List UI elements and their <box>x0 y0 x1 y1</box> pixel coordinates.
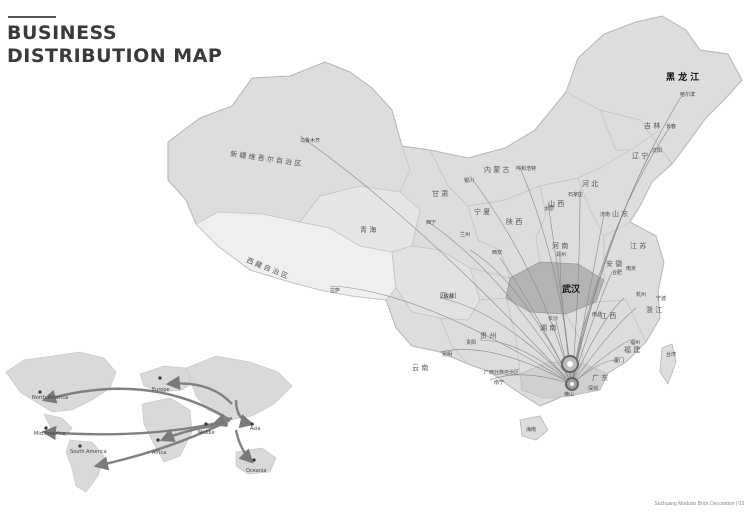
label-liaoning: 辽 宁 <box>632 151 648 160</box>
city-nanning: 南宁 <box>494 379 504 386</box>
city-kunming: 昆明 <box>442 352 452 358</box>
label-shanxi: 山 西 <box>548 199 564 208</box>
label-mid-america: Mid America <box>34 431 65 437</box>
city-lhasa: 拉萨 <box>330 287 340 294</box>
label-hainan: 海南 <box>526 426 536 433</box>
label-africa: Africa <box>152 450 166 456</box>
label-yunnan: 云 南 <box>412 363 428 372</box>
label-anhui: 安 徽 <box>606 259 622 268</box>
city-jinan: 济南 <box>600 211 610 218</box>
label-hunan: 湖 南 <box>540 323 556 332</box>
footer-caption: Suzhuang Modular Brick Decoration | 03 <box>654 501 744 507</box>
title-line-2: DISTRIBUTION MAP <box>7 45 223 67</box>
label-jilin: 吉 林 <box>644 121 660 130</box>
label-qinghai: 青 海 <box>360 225 376 234</box>
title-line-1: BUSINESS <box>7 22 118 44</box>
city-changsha: 长沙 <box>548 315 558 322</box>
title-rule <box>8 16 56 18</box>
label-oceania: Oceania <box>246 468 266 474</box>
world-north-america <box>5 351 117 413</box>
city-urumqi: 乌鲁木齐 <box>300 137 320 144</box>
label-fujian: 福 建 <box>624 345 640 354</box>
world-asia <box>185 355 293 421</box>
world-south-america <box>65 439 105 493</box>
label-shandong: 山 东 <box>612 209 628 218</box>
city-nanjing: 南京 <box>626 265 636 272</box>
world-arrows <box>41 375 255 471</box>
city-nanchang: 南昌 <box>592 311 602 318</box>
label-gansu: 甘 肃 <box>432 189 448 198</box>
china-mainland <box>167 15 743 407</box>
city-xining: 西宁 <box>426 219 436 226</box>
city-shenzhen: 深圳 <box>588 385 598 392</box>
city-hangzhou: 杭州 <box>636 291 646 298</box>
label-europe: Europe <box>152 387 170 393</box>
label-sichuan: 四 川 <box>440 292 456 300</box>
city-chengdu: 成都 <box>444 293 454 300</box>
hub-label-wuhan: 武汉 <box>562 283 581 295</box>
city-zhengzhou: 郑州 <box>556 251 566 258</box>
taiwan-island <box>659 343 677 385</box>
label-neimenggu: 内 蒙 古 <box>484 165 509 174</box>
hub-label-foshan: 佛山 <box>564 391 574 398</box>
label-middle: Middle <box>198 430 215 436</box>
hub-marker-foshan <box>565 377 579 391</box>
sichuan-region <box>391 245 481 321</box>
city-xian: 西安 <box>492 249 502 256</box>
city-ningbo: 宁波 <box>656 295 666 302</box>
label-taiwan: 台湾 <box>666 351 676 358</box>
city-hefei: 合肥 <box>612 269 622 276</box>
label-guangdong: 广 东 <box>592 373 608 382</box>
city-changchun: 长春 <box>666 123 676 130</box>
label-ningxia: 宁 夏 <box>474 207 490 216</box>
world-region-labels: North America Mid America South America … <box>32 376 266 474</box>
city-harbin: 哈尔滨 <box>680 91 695 98</box>
city-xiamen: 厦门 <box>614 357 624 364</box>
city-hohhot: 呼和浩特 <box>516 165 536 172</box>
label-zhejiang: 浙 江 <box>646 305 662 314</box>
city-shijiazhuang: 石家庄 <box>568 191 583 198</box>
city-shenyang: 沈阳 <box>652 147 662 154</box>
city-guiyang: 贵阳 <box>466 339 476 346</box>
city-labels: 乌鲁木齐 哈尔滨 长春 沈阳 呼和浩特 银川 太原 石家庄 济南 西宁 兰州 西… <box>300 91 695 398</box>
qinghai-region <box>299 185 421 253</box>
label-guizhou: 贵 州 <box>480 331 496 340</box>
city-yinchuan: 银川 <box>464 177 474 184</box>
label-south-america: South America <box>70 449 107 455</box>
city-taiyuan: 太原 <box>544 205 554 212</box>
hainan-island <box>519 415 549 441</box>
label-jiangxi: 江 西 <box>600 312 616 320</box>
city-lanzhou: 兰州 <box>460 231 470 238</box>
label-jiangsu: 江 苏 <box>630 241 646 250</box>
world-map-inset: North America Mid America South America … <box>5 351 293 493</box>
label-north-america: North America <box>32 395 68 401</box>
label-henan: 河 南 <box>552 241 568 250</box>
hub-marker-upper <box>561 355 579 373</box>
label-shaanxi: 陕 西 <box>506 217 522 226</box>
label-asia: Asia <box>250 426 260 432</box>
label-heilongjiang: 黑 龙 江 <box>666 71 699 83</box>
label-guangxi: 广西壮族自治区 <box>484 369 519 376</box>
city-fuzhou: 福州 <box>630 339 640 346</box>
label-hebei: 河 北 <box>582 180 598 188</box>
page-title: BUSINESS DISTRIBUTION MAP <box>7 22 222 68</box>
